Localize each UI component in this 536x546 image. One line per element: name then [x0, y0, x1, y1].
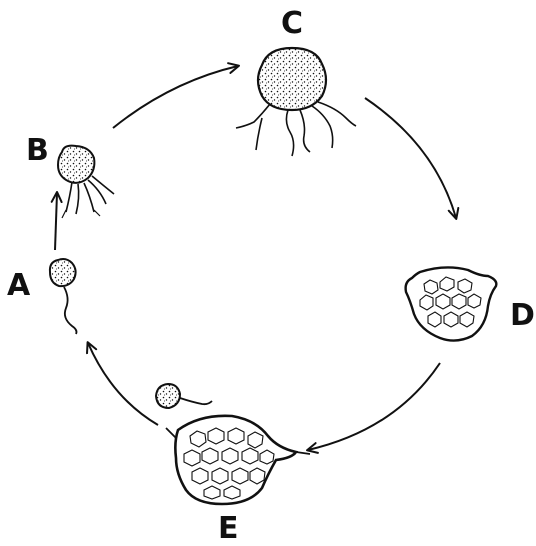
stage-a-cell	[50, 259, 77, 334]
label-e: E	[218, 511, 239, 546]
label-d: D	[510, 298, 535, 333]
arrow-a-to-b	[55, 193, 57, 250]
stage-b-cell	[58, 146, 114, 218]
label-a: A	[7, 268, 31, 303]
stage-c-cell	[236, 48, 356, 156]
arrow-e-to-a	[88, 343, 158, 425]
label-c: C	[281, 6, 303, 41]
released-swarmer-cell	[156, 384, 212, 408]
stage-e-cell	[166, 416, 310, 504]
arrow-d-to-e	[308, 363, 440, 450]
arrow-b-to-c	[113, 66, 238, 128]
arrow-c-to-d	[365, 98, 456, 218]
label-b: B	[26, 133, 49, 168]
stage-d-cell	[406, 267, 497, 340]
